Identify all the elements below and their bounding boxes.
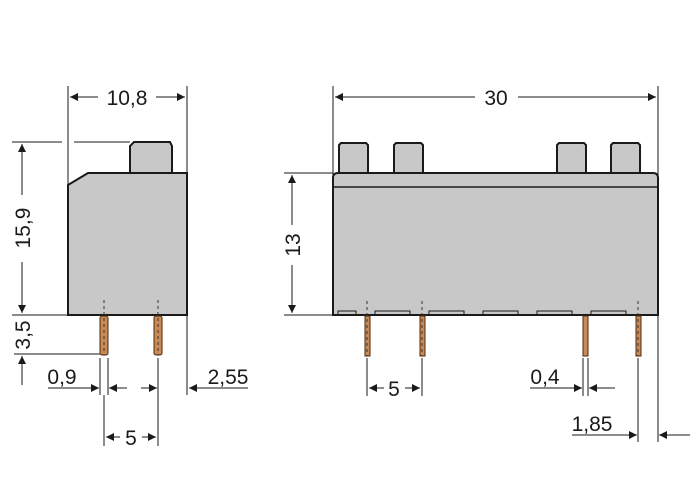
front-tab-2	[393, 142, 424, 174]
side-housing	[67, 172, 188, 316]
front-housing	[332, 172, 659, 316]
side-width-label: 10,8	[107, 87, 148, 110]
front-view: 30 13 5 0,4 1,85	[282, 86, 690, 442]
front-height-label: 13	[282, 233, 305, 256]
front-pin-3	[582, 315, 589, 357]
side-view: 10,8 15,9 3,5 0,9 5 2,55	[12, 86, 248, 450]
side-height-label: 15,9	[12, 208, 35, 249]
side-pin-width-label: 0,9	[47, 366, 76, 389]
front-tab-3	[556, 142, 587, 174]
side-housing-tab	[129, 141, 173, 174]
side-pin-pitch-label: 5	[125, 427, 137, 450]
side-pin-length-label: 3,5	[12, 320, 35, 349]
front-tab-4	[610, 142, 641, 174]
front-pin-offset-label: 1,85	[572, 413, 613, 436]
front-width-label: 30	[484, 87, 507, 110]
front-pin-pitch-label: 5	[388, 378, 400, 401]
front-pin-thickness-label: 0,4	[530, 366, 560, 389]
front-tab-1	[338, 142, 369, 174]
side-pin-offset-label: 2,55	[208, 366, 249, 389]
